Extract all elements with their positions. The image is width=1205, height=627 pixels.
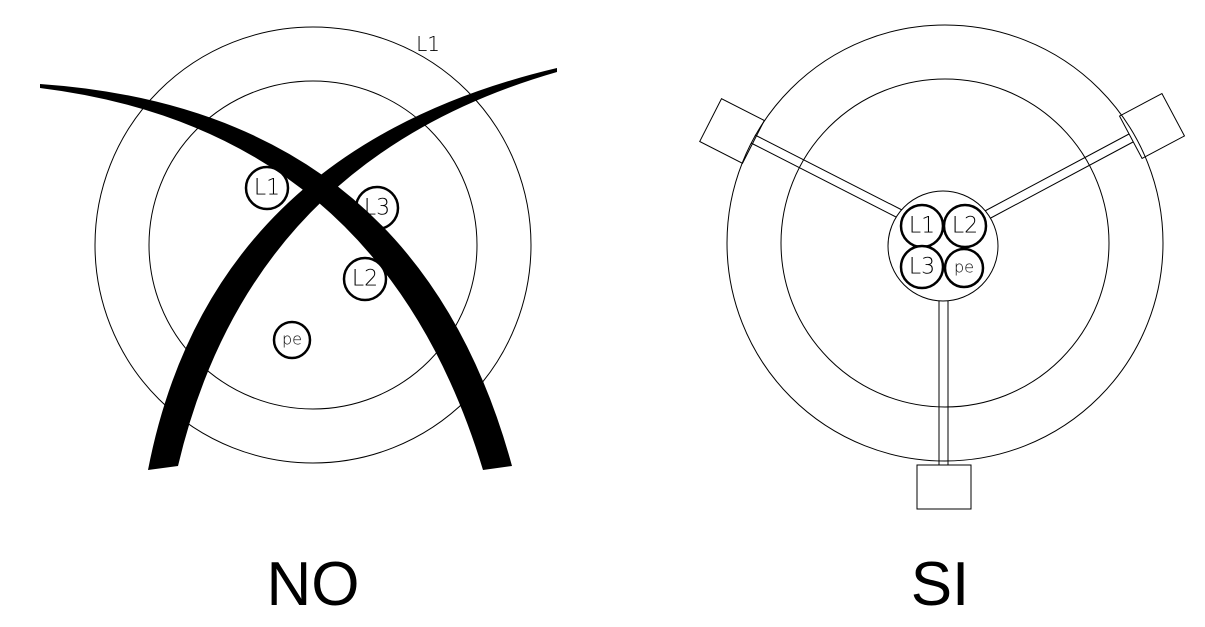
cross-stroke-1 (40, 84, 512, 470)
bundle-holder (887, 190, 999, 302)
scattered-conductor-pe: pe (272, 320, 312, 360)
scattered-conductor-l2: L2 (342, 256, 388, 302)
spacer-arm-bottom (938, 300, 949, 465)
inner-ring-left (148, 80, 478, 410)
conductor-label: pe (954, 258, 974, 277)
conductor-label: pe (282, 330, 302, 349)
correct-layout-panel: L1 L2 L3 pe SI (699, 24, 1186, 619)
bundled-conductor-l3: L3 (899, 244, 945, 290)
scattered-conductor-l1: L1 (244, 165, 290, 211)
spacer-pad-left (699, 98, 765, 164)
conductor-label: L3 (909, 255, 935, 280)
conductor-label: L1 (909, 214, 935, 239)
caption-no: NO (267, 550, 360, 619)
spacer-arm-left (750, 134, 903, 219)
bundled-conductor-pe: pe (943, 247, 985, 289)
outer-ring-label: L1 (416, 32, 440, 56)
conductor-label: L2 (352, 267, 378, 292)
conductor-label: L1 (254, 176, 280, 201)
caption-si: SI (911, 550, 970, 619)
inner-ring-right (780, 78, 1110, 408)
incorrect-layout-panel: L1 L1 L3 L2 pe NO (40, 26, 557, 619)
conductor-label: L2 (952, 214, 978, 239)
bundled-conductor-l2: L2 (942, 203, 988, 249)
outer-ring-right (726, 24, 1164, 462)
bundled-conductor-l1: L1 (899, 203, 945, 249)
spacer-pad-bottom (916, 464, 972, 510)
spacer-pad-right (1118, 92, 1186, 160)
outer-ring-left (94, 26, 532, 464)
spacer-arm-right (982, 133, 1134, 221)
